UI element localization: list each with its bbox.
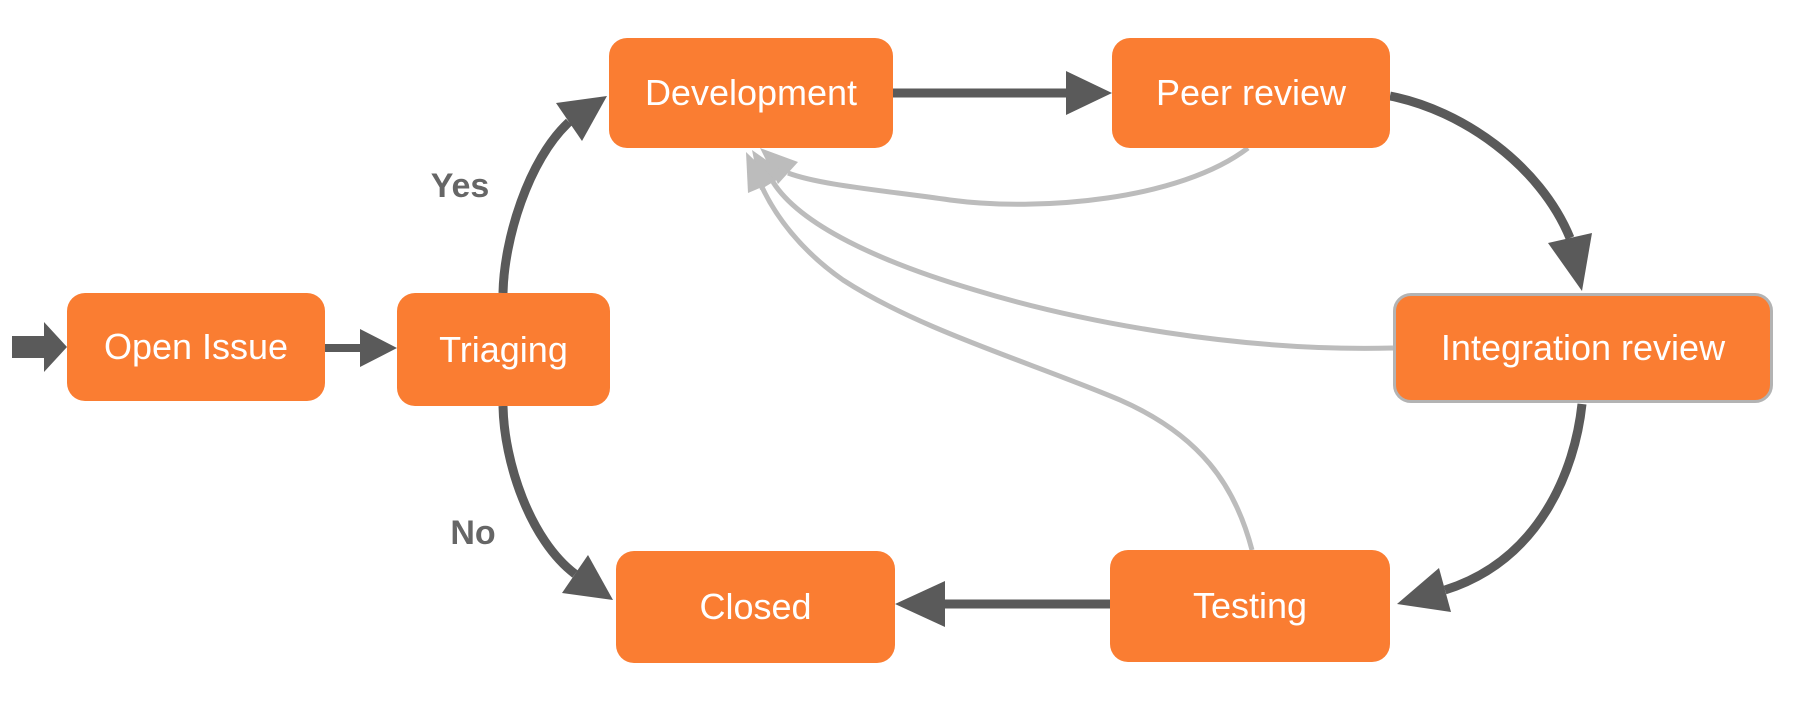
edge-open-issue-to-triaging	[325, 329, 397, 367]
edge-integration-review-to-testing	[1397, 403, 1587, 612]
edge-peer-review-to-integration-review	[1389, 91, 1592, 291]
edge-start-to-open-issue	[12, 322, 67, 372]
node-peer-review: Peer review	[1112, 38, 1390, 148]
arrowhead-icon	[360, 329, 397, 367]
edge-label-yes: Yes	[430, 167, 490, 205]
edge-triaging-to-development-yes	[498, 96, 607, 294]
node-closed: Closed	[616, 551, 895, 663]
arrowhead-icon	[556, 96, 607, 141]
edge-peer-review-to-development	[760, 146, 1250, 207]
arrowhead-icon	[562, 555, 613, 600]
node-triaging: Triaging	[397, 293, 610, 406]
node-integration-review: Integration review	[1393, 293, 1773, 403]
arrowhead-icon	[1548, 233, 1592, 291]
edge-testing-to-development	[746, 152, 1255, 551]
arrowhead-icon	[746, 152, 776, 193]
arrowhead-icon	[12, 322, 67, 372]
arrowhead-icon	[1066, 71, 1112, 115]
arrowhead-icon	[760, 148, 798, 184]
edge-triaging-to-closed-no	[498, 405, 613, 600]
arrowhead-icon	[895, 581, 945, 627]
edge-label-no: No	[450, 514, 496, 552]
edge-testing-to-closed	[895, 581, 1110, 627]
node-open-issue: Open Issue	[67, 293, 325, 401]
node-development: Development	[609, 38, 893, 148]
edge-integration-review-to-development	[752, 150, 1394, 351]
arrowhead-icon	[1397, 568, 1451, 612]
node-testing: Testing	[1110, 550, 1390, 662]
edge-development-to-peer-review	[893, 71, 1112, 115]
